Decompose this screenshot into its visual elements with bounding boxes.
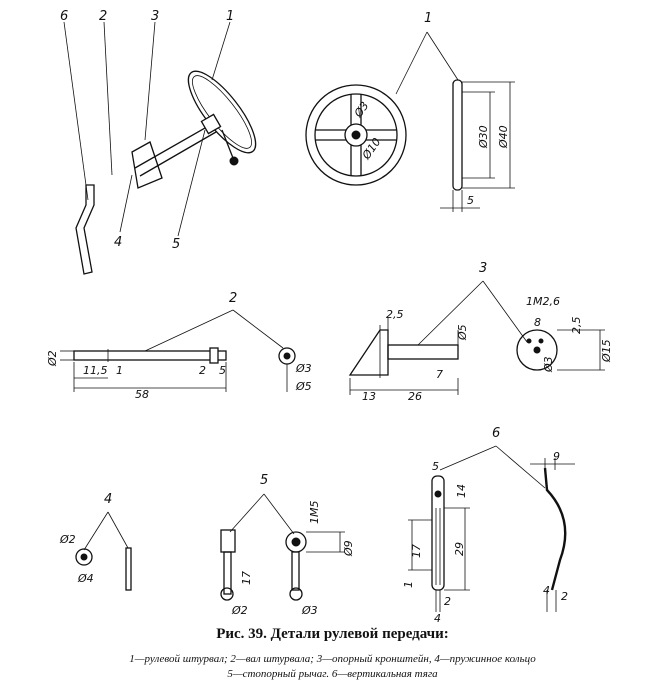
dim-1-shaft: 1 [116,364,123,377]
callout-5-assembly: 5 [172,237,180,252]
wheel-rim-outer [305,84,407,186]
dim-d30: Ø30 [477,125,490,149]
callout-2: 2 [229,291,237,306]
dim-m2-6: 1M2,6 [526,295,560,308]
ring-front-view [75,548,93,566]
part-2-shaft: 2 Ø2 58 11,5 1 2 5 Ø3 Ø5 [46,291,312,401]
dim-13: 13 [362,390,376,403]
dim-4-rod: 4 [434,612,441,625]
dim-d2-lever: Ø2 [231,604,248,617]
ring-side-view [125,547,132,591]
part-4-ring: 4 Ø2 Ø4 [59,492,132,591]
wheel-side-view [452,79,463,191]
shaft-body [73,350,227,361]
dim-m5: 1M5 [308,501,321,525]
dim-2-5-bracket: 2,5 [386,308,404,321]
dim-4-side: 4 [543,584,550,597]
dim-5-wheel: 5 [467,194,474,207]
dim-17-rod: 17 [410,544,423,558]
dim-d2-ring: Ø2 [59,533,76,546]
dim-8: 8 [534,316,541,329]
callout-1: 1 [424,11,432,26]
dim-2-rod: 2 [444,595,451,608]
dim-d15: Ø15 [600,339,613,363]
callout-4: 4 [104,492,112,507]
dim-29: 29 [453,542,466,556]
callout-6: 6 [492,426,500,441]
dim-d3-lever: Ø3 [301,604,318,617]
part-5-lever: 5 17 Ø2 1M5 Ø9 Ø3 [220,473,355,617]
dim-d4-ring: Ø4 [77,572,94,585]
dim-5-rod: 5 [432,460,439,473]
dim-d5-bracket: Ø5 [456,324,469,341]
dim-26: 26 [408,390,422,403]
dim-2-side: 2 [561,590,568,603]
dim-5-shaft: 5 [219,364,226,377]
dim-d2-shaft: Ø2 [46,350,59,367]
dim-11-5: 11,5 [83,364,108,377]
callout-4-assembly: 4 [114,235,122,250]
dim-9-rod: 9 [553,450,560,463]
dim-2-5-front: 2,5 [570,317,583,335]
bracket-front-view [516,329,558,371]
assembly-rod [75,184,95,275]
dim-d9: Ø9 [342,540,355,557]
dim-2-shaft: 2 [199,364,206,377]
figure-title: Рис. 39. Детали рулевой передачи: [216,626,449,642]
assembly-view: 6 2 3 1 4 5 [60,9,257,275]
dim-d3-shaft: Ø3 [295,362,312,375]
callout-2-assembly: 2 [99,9,107,24]
legend-line-2: 5—стопорный рычаг. 6—вертикальная тяга [227,668,438,680]
dim-d40: Ø40 [497,125,510,149]
rod-side-view [543,467,567,591]
callout-5: 5 [260,473,268,488]
callout-3-assembly: 3 [151,9,159,24]
callout-6-assembly: 6 [60,9,68,24]
dim-d5-shaft: Ø5 [295,380,312,393]
part-1-wheel: 1 Ø3 Ø10 Ø30 Ø40 5 [305,11,515,212]
part-3-bracket: 3 2,5 Ø5 7 13 26 1M2,6 8 2,5 Ø15 Ø3 [348,261,613,403]
dim-7: 7 [436,368,443,381]
dim-1-rod: 1 [402,581,415,588]
callout-3: 3 [479,261,487,276]
dim-d3-wheel: Ø3 [351,99,371,120]
rod-front-view [431,475,445,591]
callout-1-assembly: 1 [226,9,234,24]
legend-line-1: 1—рулевой штурвал; 2—вал штурвала; 3—опо… [129,653,536,665]
dim-d3-bracket: Ø3 [542,356,555,373]
dim-14: 14 [455,484,468,498]
dim-17-lever: 17 [240,571,253,585]
figure-legend: 1—рулевой штурвал; 2—вал штурвала; 3—опо… [0,652,665,682]
part-6-rod: 6 5 14 29 17 1 2 4 9 4 2 [402,426,575,625]
lever-side-view [220,529,236,553]
dim-58: 58 [135,388,149,401]
bracket-side-view [348,329,389,376]
